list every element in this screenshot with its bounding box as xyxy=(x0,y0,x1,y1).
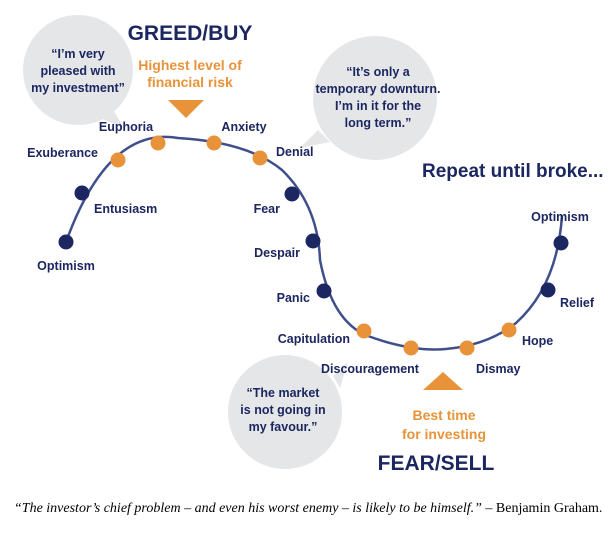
quote-text: “The investor’s chief problem – and even… xyxy=(14,501,482,516)
stage-label-optimism: Optimism xyxy=(37,259,95,273)
graham-quote: “The investor’s chief problem – and even… xyxy=(14,500,604,517)
stage-label-fear: Fear xyxy=(254,202,281,216)
stage-label-denial: Denial xyxy=(276,145,314,159)
fear-sell-title: FEAR/SELL xyxy=(378,452,495,475)
stage-label-optimism: Optimism xyxy=(531,210,589,224)
bubble-pleased-line-1: “I’m very xyxy=(51,47,105,61)
stage-marker-relief xyxy=(540,282,556,298)
stage-label-entusiasm: Entusiasm xyxy=(94,202,157,216)
top-risk-arrow xyxy=(168,100,204,118)
stage-label-discouragement: Discouragement xyxy=(321,362,420,376)
bubble-downturn: “It’s only a temporary downturn. I’m in … xyxy=(300,36,441,160)
bubble-pleased-line-2: pleased with xyxy=(40,64,115,78)
stage-label-relief: Relief xyxy=(560,296,595,310)
stage-label-dismay: Dismay xyxy=(476,362,521,376)
bubble-market: “The market is not going in my favour.” xyxy=(228,355,348,469)
stage-label-despair: Despair xyxy=(254,246,300,260)
stage-marker-fear xyxy=(284,186,300,202)
stage-marker-optimism xyxy=(58,234,74,250)
stage-label-anxiety: Anxiety xyxy=(221,120,266,134)
top-risk-line-1: Highest level of xyxy=(138,57,242,73)
stage-marker-exuberance xyxy=(110,152,126,168)
best-time-line-2: for investing xyxy=(402,426,486,442)
stage-marker-entusiasm xyxy=(74,185,90,201)
bubble-pleased: “I’m very pleased with my investment” xyxy=(23,15,133,128)
top-risk-line-2: financial risk xyxy=(147,74,233,90)
cycle-curve xyxy=(64,135,564,351)
stage-markers xyxy=(58,135,569,356)
stage-marker-euphoria xyxy=(150,135,166,151)
stage-label-exuberance: Exuberance xyxy=(27,146,98,160)
best-time-arrow xyxy=(423,372,463,390)
repeat-until-broke: Repeat until broke... xyxy=(422,161,604,182)
stage-label-panic: Panic xyxy=(277,291,310,305)
bubble-market-line-1: “The market xyxy=(247,386,321,400)
stage-label-hope: Hope xyxy=(522,334,553,348)
bubble-downturn-line-1: “It’s only a xyxy=(346,65,410,79)
bubble-downturn-line-3: I’m in it for the xyxy=(335,99,421,113)
bubble-downturn-line-2: temporary downturn. xyxy=(315,82,440,96)
bubble-downturn-line-4: long term.” xyxy=(345,116,412,130)
stage-marker-optimism xyxy=(553,235,569,251)
stage-marker-capitulation xyxy=(356,323,372,339)
quote-attribution: – Benjamin Graham. xyxy=(481,501,603,516)
stage-label-euphoria: Euphoria xyxy=(99,120,154,134)
stage-marker-discouragement xyxy=(403,340,419,356)
stage-marker-panic xyxy=(316,283,332,299)
stage-marker-anxiety xyxy=(206,135,222,151)
stage-label-capitulation: Capitulation xyxy=(278,332,350,346)
greed-buy-title: GREED/BUY xyxy=(128,22,253,45)
bubble-market-line-2: is not going in xyxy=(240,403,325,417)
bubble-market-line-3: my favour.” xyxy=(249,420,318,434)
stage-marker-hope xyxy=(501,322,517,338)
stage-marker-despair xyxy=(305,233,321,249)
bubble-pleased-line-3: my investment” xyxy=(31,81,125,95)
best-time-line-1: Best time xyxy=(412,407,475,423)
stage-marker-dismay xyxy=(459,340,475,356)
stage-marker-denial xyxy=(252,150,268,166)
